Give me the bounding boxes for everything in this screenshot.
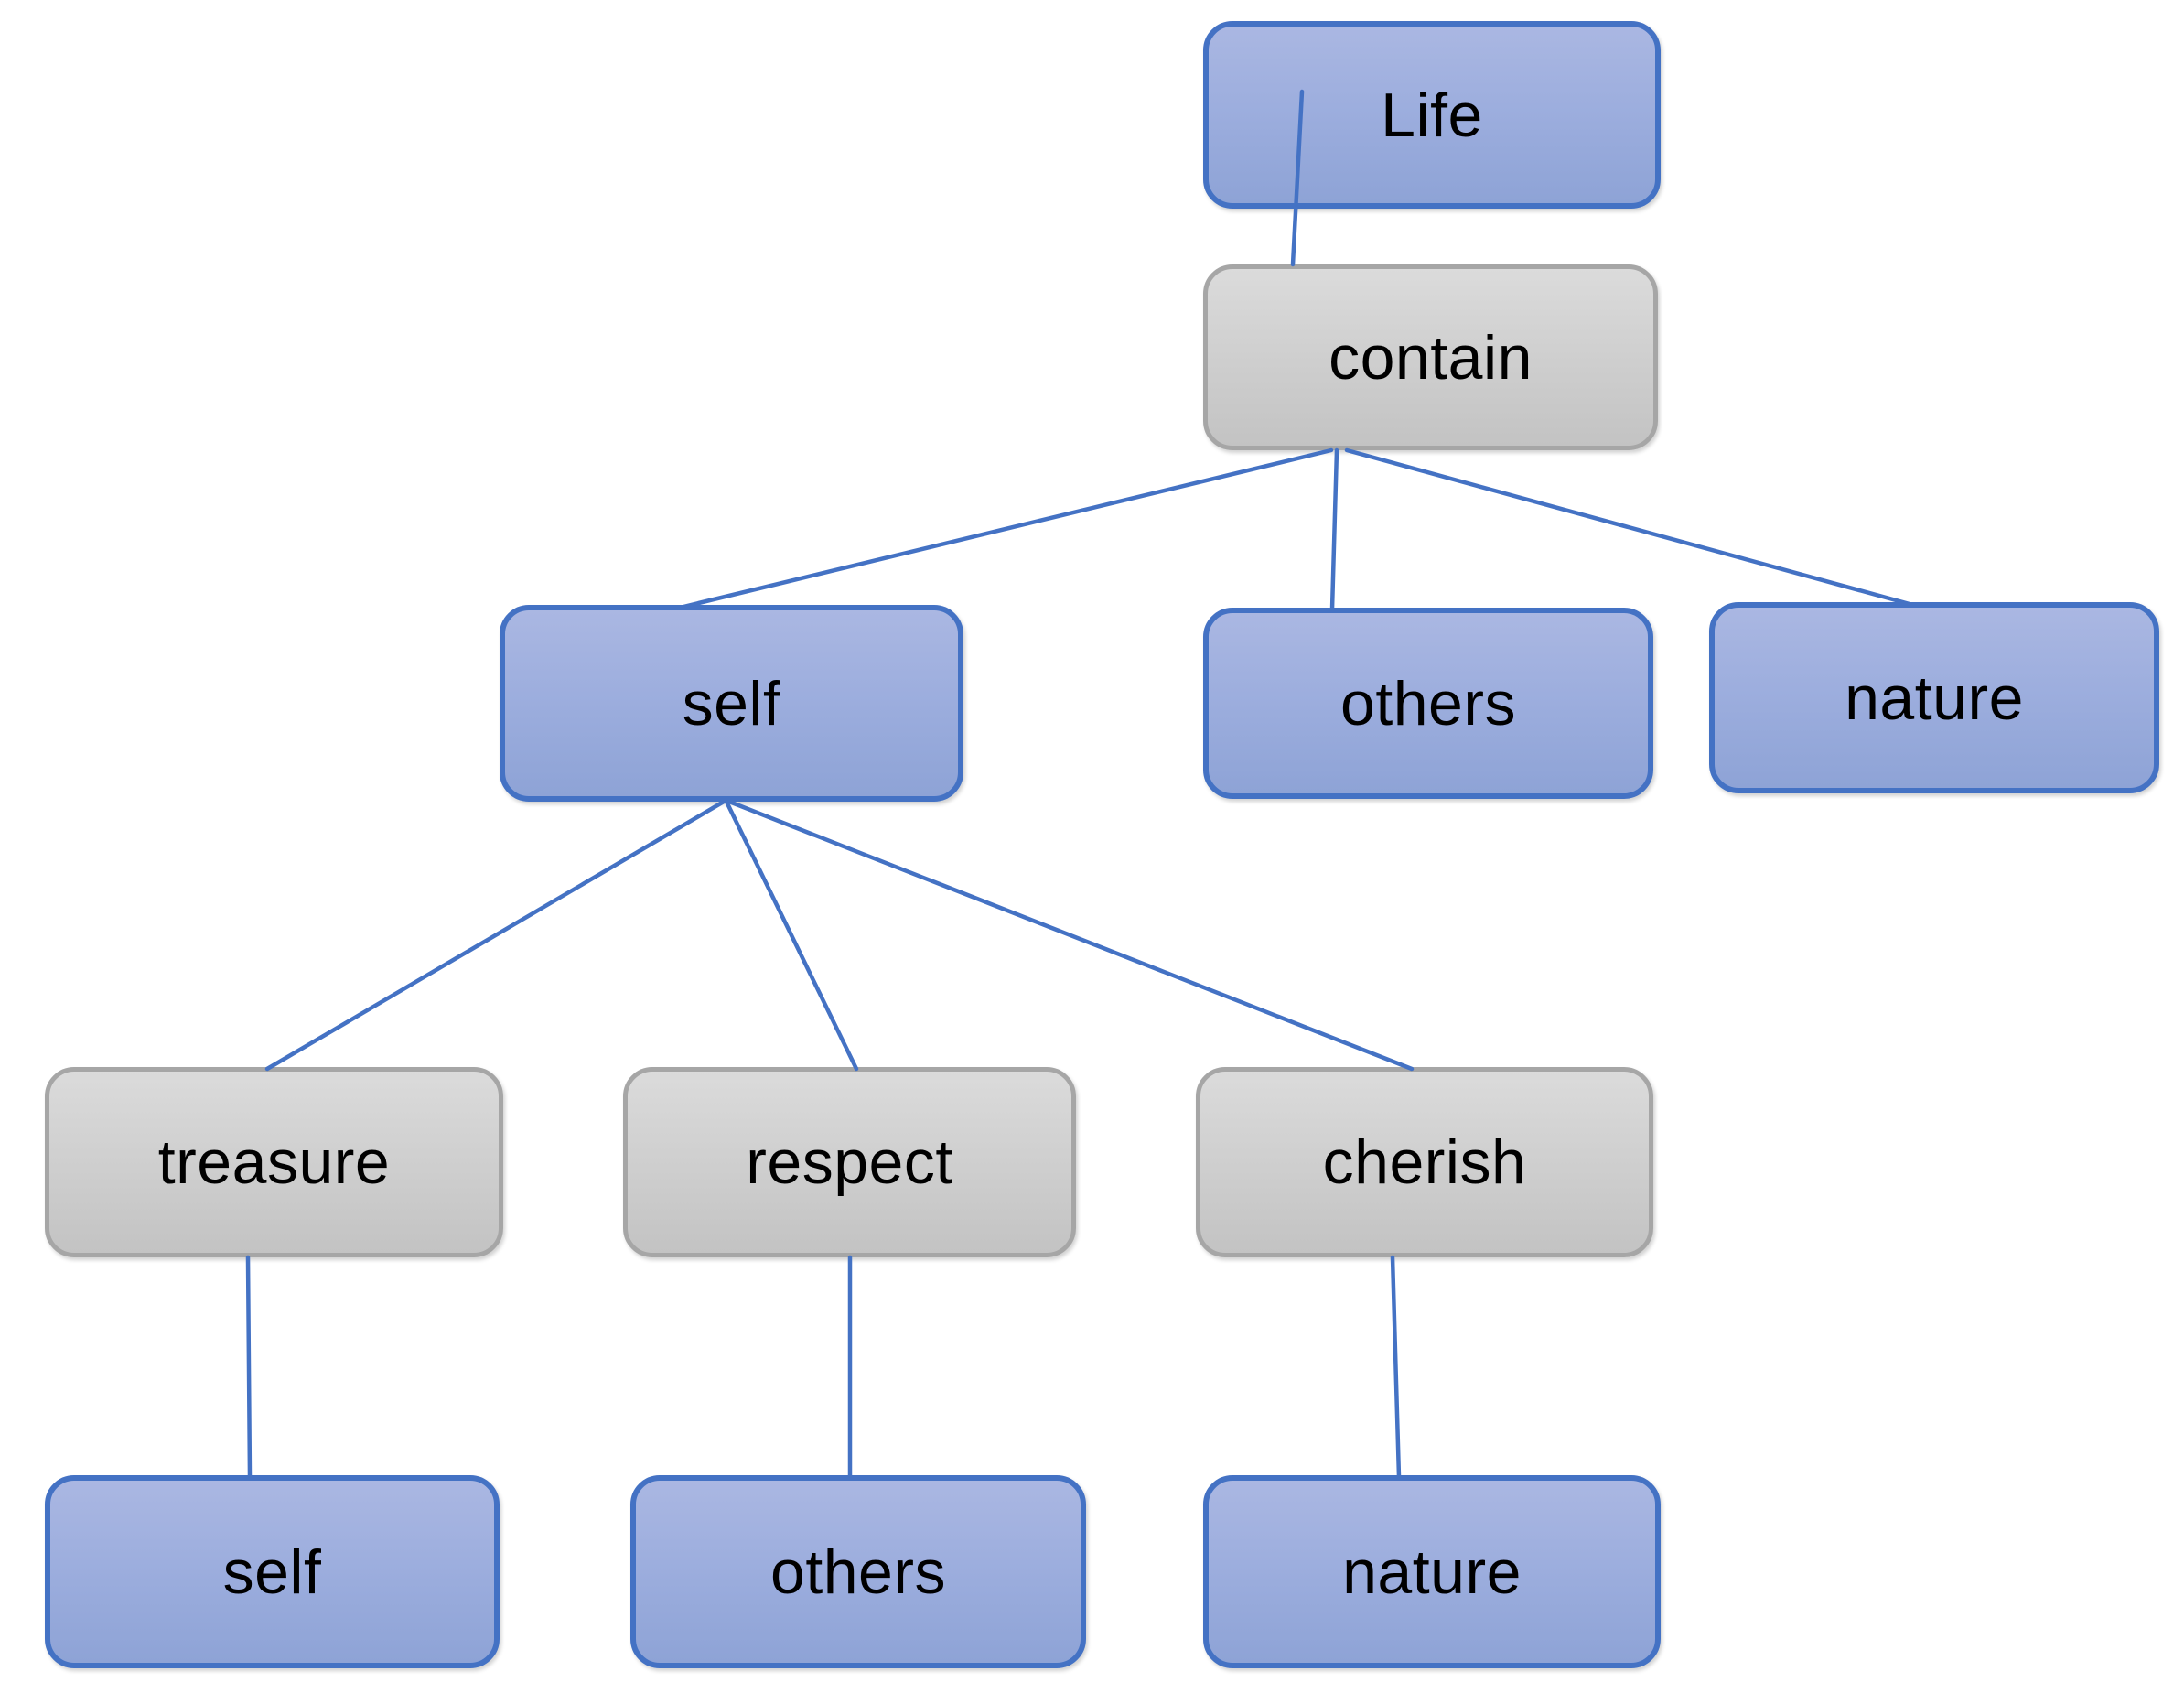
connector-self-cherish bbox=[726, 799, 1415, 1072]
node-cherish[interactable]: cherish bbox=[1196, 1067, 1653, 1257]
node-nature-branch[interactable]: nature bbox=[1709, 602, 2159, 793]
connector-contain-self bbox=[681, 447, 1334, 609]
connector-self-respect bbox=[724, 799, 859, 1072]
node-life[interactable]: Life bbox=[1203, 21, 1661, 209]
node-others-leaf[interactable]: others bbox=[630, 1475, 1086, 1668]
connector-contain-nature bbox=[1344, 447, 1912, 607]
node-nature-leaf[interactable]: nature bbox=[1203, 1475, 1661, 1668]
node-self-leaf[interactable]: self bbox=[45, 1475, 500, 1668]
connector-contain-others bbox=[1329, 447, 1339, 612]
connector-cherish-nature bbox=[1390, 1255, 1402, 1480]
connector-self-treasure bbox=[264, 799, 726, 1072]
node-treasure[interactable]: treasure bbox=[45, 1067, 503, 1257]
node-contain[interactable]: contain bbox=[1203, 264, 1658, 450]
node-others-branch[interactable]: others bbox=[1203, 608, 1653, 799]
node-self-branch[interactable]: self bbox=[500, 605, 963, 802]
connector-treasure-self bbox=[245, 1255, 253, 1480]
node-respect[interactable]: respect bbox=[623, 1067, 1076, 1257]
